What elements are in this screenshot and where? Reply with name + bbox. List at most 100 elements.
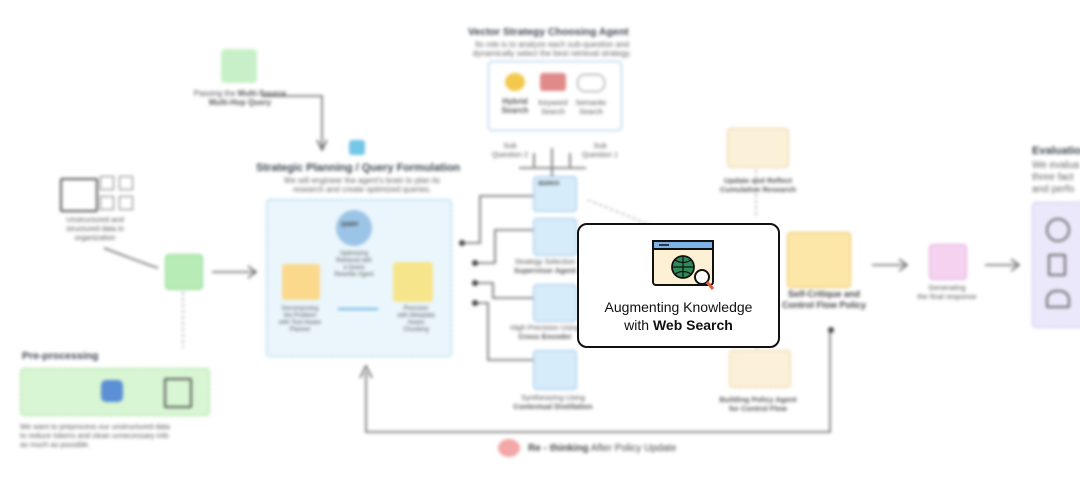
strategy-selection-line-1: Strategy Selection (514, 257, 576, 266)
gauge-icon (1046, 290, 1070, 308)
popup-prefix: with (624, 317, 653, 333)
strategy-selection-line-2: Supervisor Agent (513, 266, 577, 275)
decomposing-line-3: with Tool-Aware (278, 320, 322, 326)
precision-line-4: Chunking (403, 327, 429, 333)
document-check-icon (1048, 254, 1066, 276)
passing-query-line-2: Multi-Hop Query (208, 98, 272, 107)
policy-line-2: for Control Flow (729, 404, 787, 413)
critique-line-1: Self-Critique and (787, 289, 860, 299)
hybrid-label-1: Hybrid (502, 97, 528, 106)
table-file-icon (119, 176, 133, 190)
document-icon (393, 262, 433, 302)
precision-chunking-text: Precision with Metadata Aware Chunking (386, 306, 446, 334)
web-search-icon (652, 240, 715, 290)
keyword-label-1: Keyword (538, 98, 568, 107)
hybrid-search-icon (505, 73, 525, 91)
semantic-search-icon (577, 74, 605, 92)
evaluation-title: Evaluation (1032, 145, 1080, 157)
double-arrow-icon (338, 308, 378, 318)
policy-agent-icon (729, 350, 791, 388)
semantic-label-1: Semantic (575, 98, 607, 107)
sub-question-1-label-1: Sub (593, 141, 607, 150)
contextual-distillation-icon (533, 350, 577, 390)
planning-desc-2: research and create optimized queries. (292, 185, 432, 194)
precision-line-2: with Metadata (397, 313, 435, 319)
generating-line-1: Generating (928, 283, 966, 292)
data-source-text: Unstructured and structured data in orga… (50, 215, 140, 242)
synthesizing-line-2: Contextual Distillation (513, 402, 593, 411)
policy-line-1: Building Policy Agent (719, 395, 797, 404)
preprocessing-desc-2: to reduce tokens and clean unnecessary i… (20, 431, 169, 440)
precision-line-3: Aware (407, 320, 425, 326)
semantic-label-2: Search (579, 107, 603, 116)
high-precision-line-2: Cross Encoder (518, 332, 572, 341)
data-source-line-3: organization (74, 233, 116, 242)
precision-line-1: Precision (403, 306, 429, 312)
sub-question-2-label-2: Question 2 (491, 150, 529, 159)
pdf-file-icon (119, 196, 133, 210)
high-precision-line-1: High Precision Using (510, 323, 580, 332)
passing-bold: Multi-Source (237, 89, 287, 98)
evaluation-desc-2: three fact (1032, 172, 1074, 183)
optimizing-line-3: a Query (343, 265, 365, 271)
cross-encoder-icon (533, 284, 577, 322)
optimizing-line-4: Rewriter Agent (334, 272, 374, 278)
search-tag: SEARCH (538, 181, 560, 187)
optimizing-text: Optimizing Retrieval with a Query Rewrit… (324, 251, 384, 279)
self-critique-icon (787, 232, 851, 288)
planning-title: Strategic Planning / Query Formulation (256, 162, 461, 174)
doc-file-icon (100, 196, 114, 210)
data-source-line-1: Unstructured and (66, 215, 124, 224)
update-line-2: Cumulative Research (719, 185, 797, 194)
rethinking-label: Re - thinking After Policy Update (528, 443, 676, 454)
decomposing-line-1: Decomposing (281, 306, 319, 312)
decomposing-text: Decomposing the Problem with Tool-Aware … (270, 306, 330, 334)
evaluation-desc-1: We evalua (1032, 160, 1080, 171)
files-icon (164, 378, 192, 408)
preprocessing-desc: We want to preprocess our unstructured d… (20, 422, 220, 449)
keyword-label-2: Search (541, 107, 565, 116)
vector-agent-desc-1: Its role is to analyze each sub-question… (475, 40, 629, 49)
web-search-popup[interactable]: Augmenting Knowledge with Web Search (577, 223, 780, 348)
building-icon (60, 178, 98, 212)
decomposing-line-4: Planner (289, 327, 311, 333)
person-icon (1046, 218, 1070, 242)
flowchart-icon (282, 264, 320, 300)
popup-bold: Web Search (652, 317, 733, 333)
checklist-icon (221, 49, 257, 83)
rethinking-bold: Re - thinking (528, 443, 589, 454)
calendar-icon (349, 140, 365, 155)
rethinking-rest: After Policy Update (588, 443, 677, 454)
search-step-card (533, 176, 577, 212)
passing-query-line-1: Passing the Multi-Source (180, 89, 300, 98)
optimizing-line-1: Optimizing (339, 251, 369, 257)
planning-desc-1: We will engineer the agent's brain to pl… (283, 176, 441, 185)
python-icon (101, 380, 123, 402)
evaluation-desc-3: and perfo (1032, 184, 1075, 195)
query-magnifier-icon (336, 210, 372, 246)
decomposing-line-2: the Problem (283, 313, 317, 319)
popup-title-line-2: with Web Search (579, 317, 778, 333)
preprocessing-desc-3: as much as possible. (20, 440, 91, 449)
lightbulb-icon (929, 244, 967, 280)
popup-title-line-1: Augmenting Knowledge (604, 299, 753, 315)
hybrid-label-2: Search (501, 106, 529, 115)
query-tag: QUERY (341, 222, 359, 228)
critique-line-2: Control Flow Policy (781, 300, 866, 310)
update-line-1: Update and Reflect (724, 176, 792, 185)
brain-icon (498, 439, 520, 457)
vector-strategies-card (488, 61, 622, 131)
sub-question-1-label-2: Question 1 (581, 150, 619, 159)
preprocessing-title: Pre-processing (22, 350, 99, 362)
preprocessing-desc-1: We want to preprocess our unstructured d… (20, 422, 170, 431)
update-reflect-icon (727, 128, 789, 168)
vector-agent-desc-2: dynamically select the best retrieval st… (472, 49, 632, 58)
optimizing-line-2: Retrieval with (335, 258, 372, 264)
image-file-icon (100, 176, 114, 190)
generating-line-2: the final response (917, 292, 977, 301)
keyword-search-icon (540, 73, 566, 91)
synthesizing-line-1: Synthesizing Using (521, 393, 585, 402)
data-source-line-2: structured data in (66, 224, 124, 233)
